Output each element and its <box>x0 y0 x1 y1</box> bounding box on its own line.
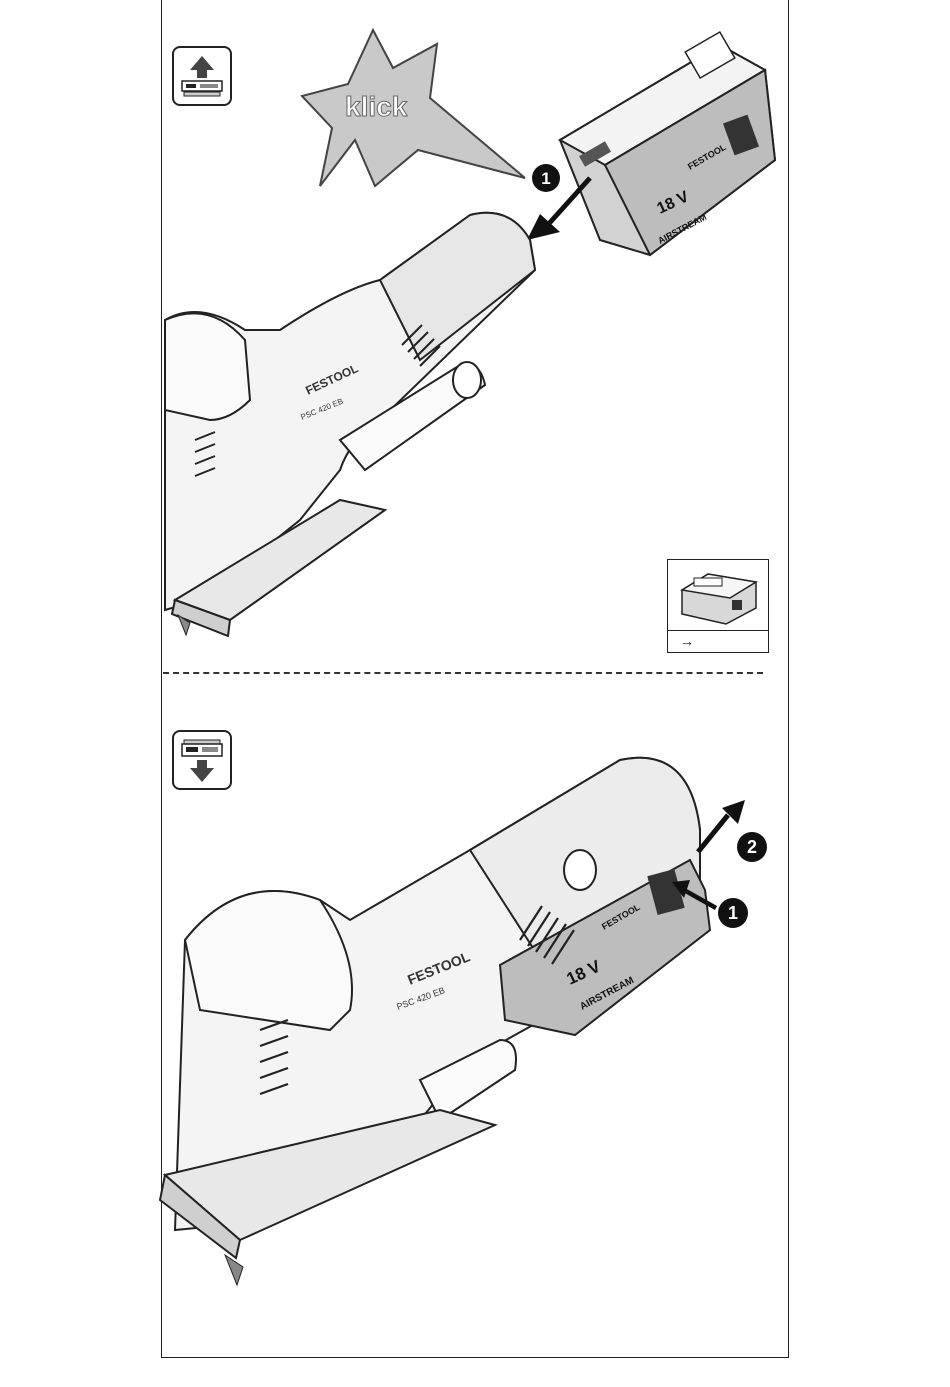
svg-text:1: 1 <box>728 903 738 923</box>
svg-text:2: 2 <box>747 837 757 857</box>
jigsaw-tool-bottom: FESTOOL PSC 420 EB 18 V AIRSTREAM FESTOO… <box>160 758 710 1285</box>
